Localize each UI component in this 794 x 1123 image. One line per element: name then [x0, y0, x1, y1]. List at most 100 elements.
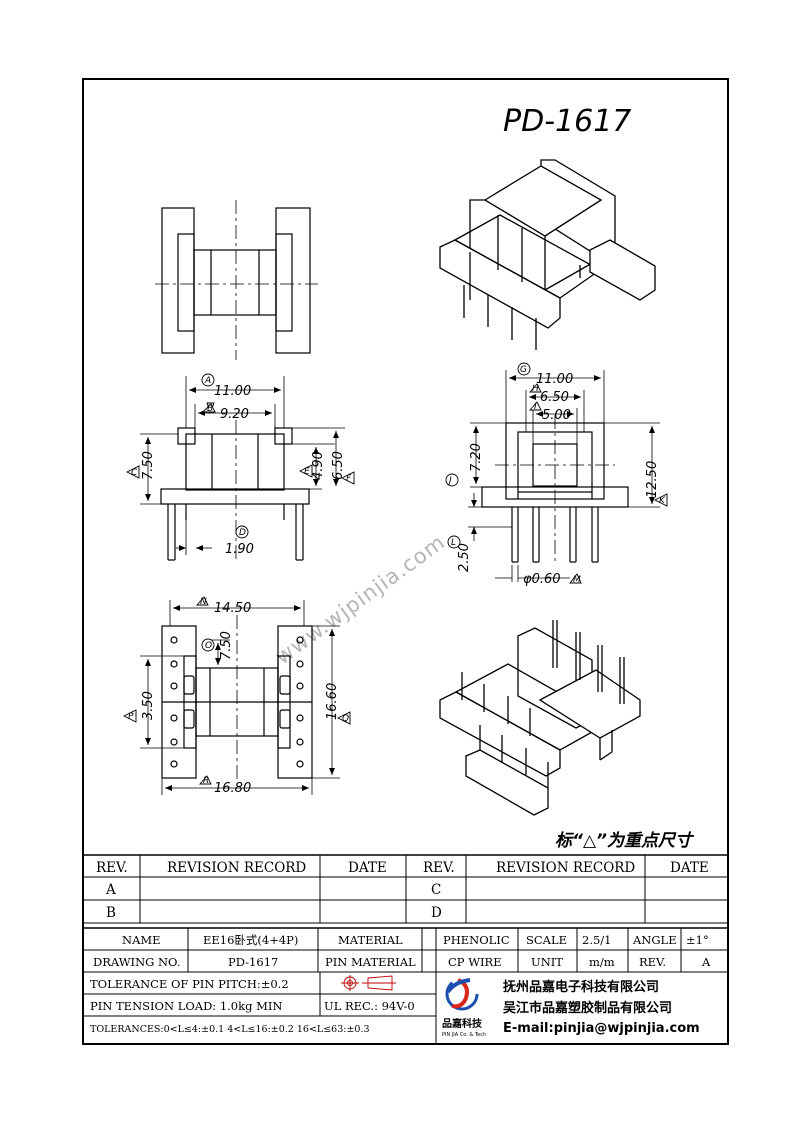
svg-text:C: C: [131, 468, 138, 478]
marker-b: B: [201, 402, 216, 415]
material-label: MATERIAL: [338, 933, 403, 947]
svg-text:P: P: [128, 712, 134, 722]
rev-label: REV.: [639, 955, 666, 969]
company-name-2: 吴江市品嘉塑胶制品有限公司: [503, 1000, 672, 1016]
watermark: www.wjpinjia.com: [271, 530, 450, 669]
marker-k: K: [653, 493, 668, 507]
projection-symbol: [341, 975, 396, 991]
material-value: PHENOLIC: [443, 933, 510, 947]
side-view: [481, 415, 629, 565]
unit-value: m/m: [589, 955, 615, 969]
revision-table: [83, 854, 728, 924]
drawing-no-value: PD-1617: [228, 955, 278, 969]
rev-header-1: REV.: [96, 860, 128, 876]
pin-material-label: PIN MATERIAL: [325, 955, 416, 969]
drawing-no-label: DRAWING NO.: [93, 955, 180, 969]
svg-text:I: I: [534, 402, 537, 412]
svg-text:G: G: [520, 365, 527, 375]
marker-m: M: [569, 573, 582, 585]
marker-d: D: [235, 525, 249, 539]
svg-text:H: H: [532, 384, 539, 394]
key-dimension-note: 标“△”为重点尺寸: [555, 831, 695, 851]
marker-j: J: [445, 473, 459, 487]
svg-text:R: R: [203, 776, 209, 786]
marker-r: R: [199, 775, 212, 786]
angle-value: ±1°: [686, 933, 709, 947]
isometric-view-bottom: [439, 620, 641, 816]
drawing-title: PD-1617: [503, 104, 631, 139]
marker-n: N: [196, 596, 209, 607]
dim-r-value: 16.80: [214, 781, 251, 796]
marker-l: L: [447, 535, 461, 549]
unit-label: UNIT: [531, 955, 563, 969]
svg-text:A: A: [204, 376, 211, 386]
rev-row-a: A: [105, 882, 116, 898]
dim-b-value: 9.20: [220, 407, 249, 422]
marker-p: P: [122, 709, 137, 723]
side-view-dims: [468, 370, 660, 582]
svg-text:Q: Q: [342, 714, 349, 724]
ul-rec: UL REC.: 94V-0: [324, 999, 415, 1013]
marker-f: F: [340, 471, 355, 485]
dim-g-value: 11.00: [536, 372, 573, 387]
marker-q: Q: [336, 711, 351, 725]
marker-a: A: [201, 373, 215, 387]
rev-row-b: B: [106, 905, 116, 921]
scale-label: SCALE: [526, 933, 567, 947]
dim-d-value: 1.90: [225, 542, 254, 557]
top-view: [155, 200, 318, 360]
rev-value: A: [701, 955, 711, 969]
title-block: [83, 927, 728, 1044]
name-value: EE16卧式(4+4P): [203, 933, 298, 947]
pin-tension-load: PIN TENSION LOAD: 1.0kg MIN: [90, 999, 282, 1013]
svg-text:K: K: [659, 496, 666, 506]
svg-text:品嘉科技: 品嘉科技: [442, 1017, 483, 1030]
pin-pitch-tolerance: TOLERANCE OF PIN PITCH:±0.2: [90, 977, 289, 991]
svg-text:J: J: [447, 476, 452, 486]
company-logo: 品嘉科技 PIN JIA Co. & Tech: [442, 977, 486, 1038]
dim-h-value: 6.50: [540, 390, 569, 405]
angle-label: ANGLE: [632, 933, 677, 947]
tolerances: TOLERANCES:0<L≤4:±0.1 4<L≤16:±0.2 16<L≤6…: [90, 1024, 370, 1035]
dim-m-value: φ0.60: [523, 572, 561, 587]
front-view: [160, 420, 310, 561]
marker-c: C: [125, 465, 140, 479]
dim-o-value: 7.50: [219, 631, 234, 660]
dim-n-value: 14.50: [214, 601, 251, 616]
dim-k-value: 12.50: [645, 461, 660, 498]
date-header-1: DATE: [348, 860, 387, 876]
svg-text:M: M: [573, 575, 581, 585]
svg-text:L: L: [451, 538, 456, 548]
scale-value: 2.5/1: [582, 933, 611, 947]
dim-c-value: 7.50: [141, 451, 156, 480]
svg-text:PIN JIA Co. & Tech: PIN JIA Co. & Tech: [442, 1032, 486, 1038]
revision-record-header-2: REVISION RECORD: [496, 860, 635, 876]
pin-material-value: CP WIRE: [448, 955, 502, 969]
marker-h: H: [529, 383, 542, 394]
dim-p-value: 3.50: [141, 691, 156, 720]
svg-text:B: B: [207, 404, 213, 414]
dim-e-value: 4.90: [311, 451, 326, 480]
dim-j-value: 7.20: [469, 443, 484, 472]
marker-i: I: [529, 401, 542, 412]
svg-text:O: O: [205, 641, 212, 651]
company-name-1: 抚州品嘉电子科技有限公司: [503, 979, 659, 995]
company-email: E-mail:pinjia@wjpinjia.com: [503, 1021, 700, 1036]
dim-i-value: 5.00: [542, 408, 571, 423]
rev-row-c: C: [431, 882, 441, 898]
dim-a-value: 11.00: [214, 384, 251, 399]
marker-e: E: [298, 464, 313, 478]
name-label: NAME: [122, 933, 161, 947]
drawing-border: [82, 78, 729, 1045]
svg-text:N: N: [200, 597, 207, 607]
dim-l-value: 2.50: [457, 543, 472, 572]
svg-text:D: D: [239, 528, 246, 538]
rev-header-2: REV.: [423, 860, 455, 876]
isometric-view-top: [439, 159, 656, 350]
svg-text:E: E: [304, 467, 310, 477]
svg-text:F: F: [346, 474, 352, 484]
marker-g: G: [517, 362, 531, 376]
dim-q-value: 16.60: [325, 683, 340, 720]
date-header-2: DATE: [670, 860, 709, 876]
